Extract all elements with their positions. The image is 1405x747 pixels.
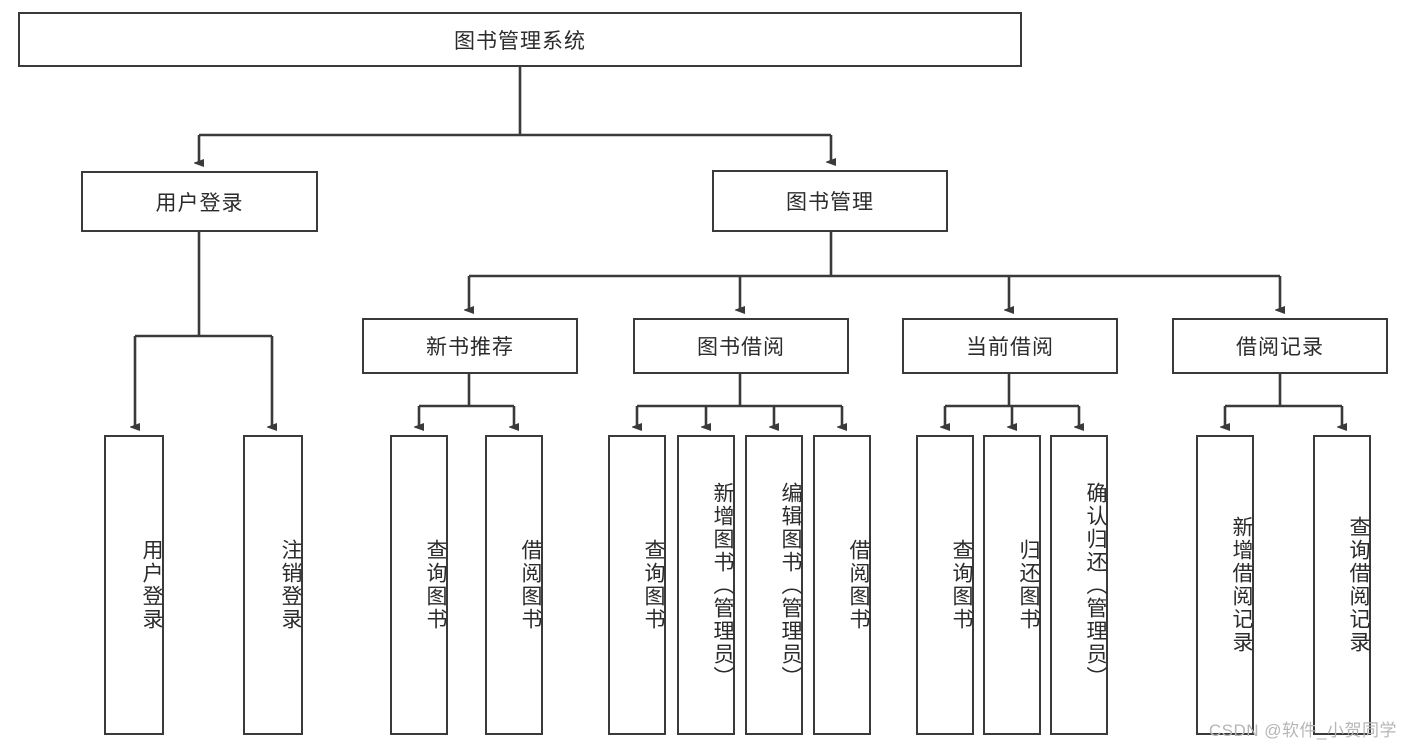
node-current-borrow[interactable]: 当前借阅 bbox=[902, 318, 1118, 374]
node-new-book-recommend-label: 新书推荐 bbox=[426, 336, 514, 359]
node-leaf-query-book-bor-label: 查询图书 bbox=[642, 539, 665, 631]
node-book-borrow[interactable]: 图书借阅 bbox=[633, 318, 849, 374]
node-leaf-user-logout-label: 注销登录 bbox=[279, 539, 302, 631]
node-current-borrow-label: 当前借阅 bbox=[966, 336, 1054, 359]
node-leaf-add-book-label: 新增图书（管理员） bbox=[711, 481, 734, 689]
node-user-login-label: 用户登录 bbox=[155, 191, 244, 215]
node-leaf-add-record-label: 新增借阅记录 bbox=[1230, 516, 1253, 654]
node-leaf-return-book-label: 归还图书 bbox=[1017, 539, 1040, 631]
node-borrow-record-label: 借阅记录 bbox=[1236, 336, 1324, 359]
node-leaf-edit-book-label: 编辑图书（管理员） bbox=[779, 481, 802, 689]
node-new-book-recommend[interactable]: 新书推荐 bbox=[362, 318, 578, 374]
node-leaf-user-logout[interactable]: 注销登录 bbox=[243, 435, 303, 735]
node-leaf-confirm-return[interactable]: 确认归还（管理员） bbox=[1050, 435, 1108, 735]
node-leaf-add-record[interactable]: 新增借阅记录 bbox=[1196, 435, 1254, 735]
node-borrow-record[interactable]: 借阅记录 bbox=[1172, 318, 1388, 374]
node-leaf-query-record[interactable]: 查询借阅记录 bbox=[1313, 435, 1371, 735]
node-book-borrow-label: 图书借阅 bbox=[697, 336, 785, 359]
node-leaf-borrow-book-bor-label: 借阅图书 bbox=[847, 539, 870, 631]
node-leaf-add-book[interactable]: 新增图书（管理员） bbox=[677, 435, 735, 735]
node-book-manage[interactable]: 图书管理 bbox=[712, 170, 948, 232]
node-leaf-borrow-book-rec-label: 借阅图书 bbox=[519, 539, 542, 631]
node-root-label: 图书管理系统 bbox=[454, 29, 586, 53]
node-leaf-query-book-cur[interactable]: 查询图书 bbox=[916, 435, 974, 735]
node-root[interactable]: 图书管理系统 bbox=[18, 12, 1022, 67]
node-leaf-query-book-cur-label: 查询图书 bbox=[950, 539, 973, 631]
node-leaf-return-book[interactable]: 归还图书 bbox=[983, 435, 1041, 735]
node-user-login[interactable]: 用户登录 bbox=[81, 171, 318, 232]
node-leaf-borrow-book-rec[interactable]: 借阅图书 bbox=[485, 435, 543, 735]
node-leaf-query-book-rec-label: 查询图书 bbox=[424, 539, 447, 631]
node-leaf-query-record-label: 查询借阅记录 bbox=[1347, 516, 1370, 654]
node-book-manage-label: 图书管理 bbox=[786, 191, 874, 214]
node-leaf-user-login-label: 用户登录 bbox=[140, 539, 163, 631]
node-leaf-edit-book[interactable]: 编辑图书（管理员） bbox=[745, 435, 803, 735]
node-leaf-borrow-book-bor[interactable]: 借阅图书 bbox=[813, 435, 871, 735]
node-leaf-confirm-return-label: 确认归还（管理员） bbox=[1084, 481, 1107, 689]
node-leaf-query-book-rec[interactable]: 查询图书 bbox=[390, 435, 448, 735]
node-leaf-user-login[interactable]: 用户登录 bbox=[104, 435, 164, 735]
node-leaf-query-book-bor[interactable]: 查询图书 bbox=[608, 435, 666, 735]
